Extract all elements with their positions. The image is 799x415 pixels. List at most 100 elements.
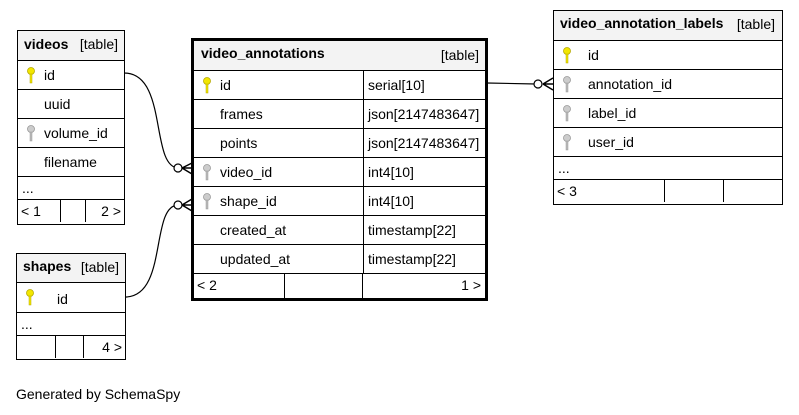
table-footer: < 3 — [554, 180, 782, 202]
column-name: id — [57, 291, 68, 307]
more-columns-indicator: ... — [18, 177, 124, 200]
column-name: id — [220, 77, 231, 93]
column-name: label_id — [588, 105, 637, 121]
table-kind: [table] — [440, 47, 479, 63]
edge-shape-id-optional-marker — [173, 200, 183, 210]
table-kind: [table] — [79, 36, 118, 52]
column-type: int4[10] — [363, 158, 485, 186]
table-shapes[interactable]: shapes [table] id ... 4 > — [16, 253, 126, 360]
column-row[interactable]: filename — [18, 148, 124, 177]
table-kind: [table] — [736, 16, 775, 32]
foreign-key-icon — [563, 105, 571, 122]
column-row[interactable]: id — [18, 61, 124, 90]
primary-key-icon — [27, 67, 35, 84]
column-name: filename — [44, 154, 97, 170]
foreign-key-icon — [203, 193, 211, 210]
table-footer: < 2 1 > — [194, 274, 485, 298]
table-footer: 4 > — [17, 336, 125, 358]
column-name: video_id — [220, 164, 273, 180]
parents-count: 1 > — [461, 277, 481, 293]
parents-count: 4 > — [102, 339, 122, 355]
children-count: < 3 — [557, 183, 577, 199]
column-row[interactable]: points json[2147483647] — [194, 129, 485, 158]
parents-count-cell[interactable]: 2 > — [86, 200, 124, 222]
primary-key-icon — [203, 77, 211, 94]
parents-count: 2 > — [101, 203, 121, 219]
footer-spacer-cell — [665, 180, 724, 202]
column-row[interactable]: label_id — [554, 99, 782, 128]
parents-count-cell[interactable]: 4 > — [84, 336, 125, 358]
edge-shape-id-crowfoot — [181, 198, 193, 212]
column-row[interactable]: frames json[2147483647] — [194, 100, 485, 129]
column-type: json[2147483647] — [363, 100, 485, 128]
column-row[interactable]: created_at timestamp[22] — [194, 216, 485, 245]
column-name: annotation_id — [588, 76, 673, 92]
column-name: id — [588, 47, 599, 63]
children-count: < 1 — [21, 203, 41, 219]
column-row[interactable]: id serial[10] — [194, 71, 485, 100]
table-header: videos [table] — [18, 31, 124, 61]
column-row[interactable]: annotation_id — [554, 70, 782, 99]
edge-shape-id-to-shapes — [124, 204, 179, 298]
table-footer: < 1 2 > — [18, 200, 124, 222]
table-video-annotation-labels[interactable]: video_annotation_labels [table] id annot… — [553, 10, 783, 205]
column-type: timestamp[22] — [363, 245, 485, 273]
column-name: updated_at — [220, 251, 291, 267]
foreign-key-icon — [27, 125, 35, 142]
column-name: frames — [220, 106, 263, 122]
foreign-key-icon — [563, 76, 571, 93]
edge-video-id-to-videos — [123, 72, 179, 169]
table-name: shapes — [23, 258, 72, 274]
column-name: points — [220, 135, 258, 151]
column-row[interactable]: video_id int4[10] — [194, 158, 485, 187]
more-columns-indicator: ... — [554, 157, 782, 180]
footer-spacer-cell — [56, 336, 84, 358]
column-name: volume_id — [44, 125, 108, 141]
footer-spacer-cell — [285, 274, 363, 298]
children-count-cell[interactable]: < 3 — [554, 180, 665, 202]
edge-video-id-crowfoot — [181, 162, 193, 175]
column-name: id — [44, 67, 55, 83]
footer-spacer-cell — [61, 200, 86, 222]
more-columns-indicator: ... — [17, 313, 125, 336]
column-type: timestamp[22] — [363, 216, 485, 244]
column-row[interactable]: updated_at timestamp[22] — [194, 245, 485, 274]
edge-video-id-optional-marker — [173, 163, 183, 173]
parents-count-cell[interactable]: 1 > — [363, 274, 485, 298]
column-row[interactable]: shape_id int4[10] — [194, 187, 485, 216]
foreign-key-icon — [203, 164, 211, 181]
column-row[interactable]: uuid — [18, 90, 124, 119]
primary-key-icon — [26, 289, 34, 306]
column-row[interactable]: user_id — [554, 128, 782, 157]
footer-spacer-cell — [724, 180, 782, 202]
table-header: video_annotation_labels [table] — [554, 11, 782, 41]
children-count-cell[interactable]: < 1 — [18, 200, 61, 222]
foreign-key-icon — [563, 134, 571, 151]
column-row[interactable]: id — [17, 283, 125, 313]
table-name: videos — [24, 36, 69, 52]
edge-annotation-id-crowfoot — [542, 77, 554, 91]
column-name: uuid — [44, 96, 71, 112]
column-name: created_at — [220, 222, 287, 238]
column-name: shape_id — [220, 193, 277, 209]
table-header: shapes [table] — [17, 254, 125, 283]
column-row[interactable]: id — [554, 41, 782, 70]
column-row[interactable]: volume_id — [18, 119, 124, 148]
table-kind: [table] — [80, 259, 119, 275]
column-type: serial[10] — [363, 71, 485, 99]
column-name: user_id — [588, 134, 634, 150]
table-name: video_annotation_labels — [560, 15, 724, 31]
edge-annotation-id-to-video-annotations — [486, 82, 537, 85]
table-name: video_annotations — [201, 45, 325, 61]
footer-spacer-cell — [17, 336, 56, 358]
primary-key-icon — [563, 47, 571, 64]
column-type: json[2147483647] — [363, 129, 485, 157]
generator-caption: Generated by SchemaSpy — [16, 386, 181, 402]
edge-annotation-id-optional-marker — [533, 79, 543, 89]
table-video-annotations[interactable]: video_annotations [table] id serial[10] … — [191, 38, 488, 301]
table-videos[interactable]: videos [table] id uuid volume_id filenam… — [17, 30, 125, 225]
children-count: < 2 — [197, 277, 217, 293]
children-count-cell[interactable]: < 2 — [194, 274, 285, 298]
table-header: video_annotations [table] — [194, 41, 485, 71]
